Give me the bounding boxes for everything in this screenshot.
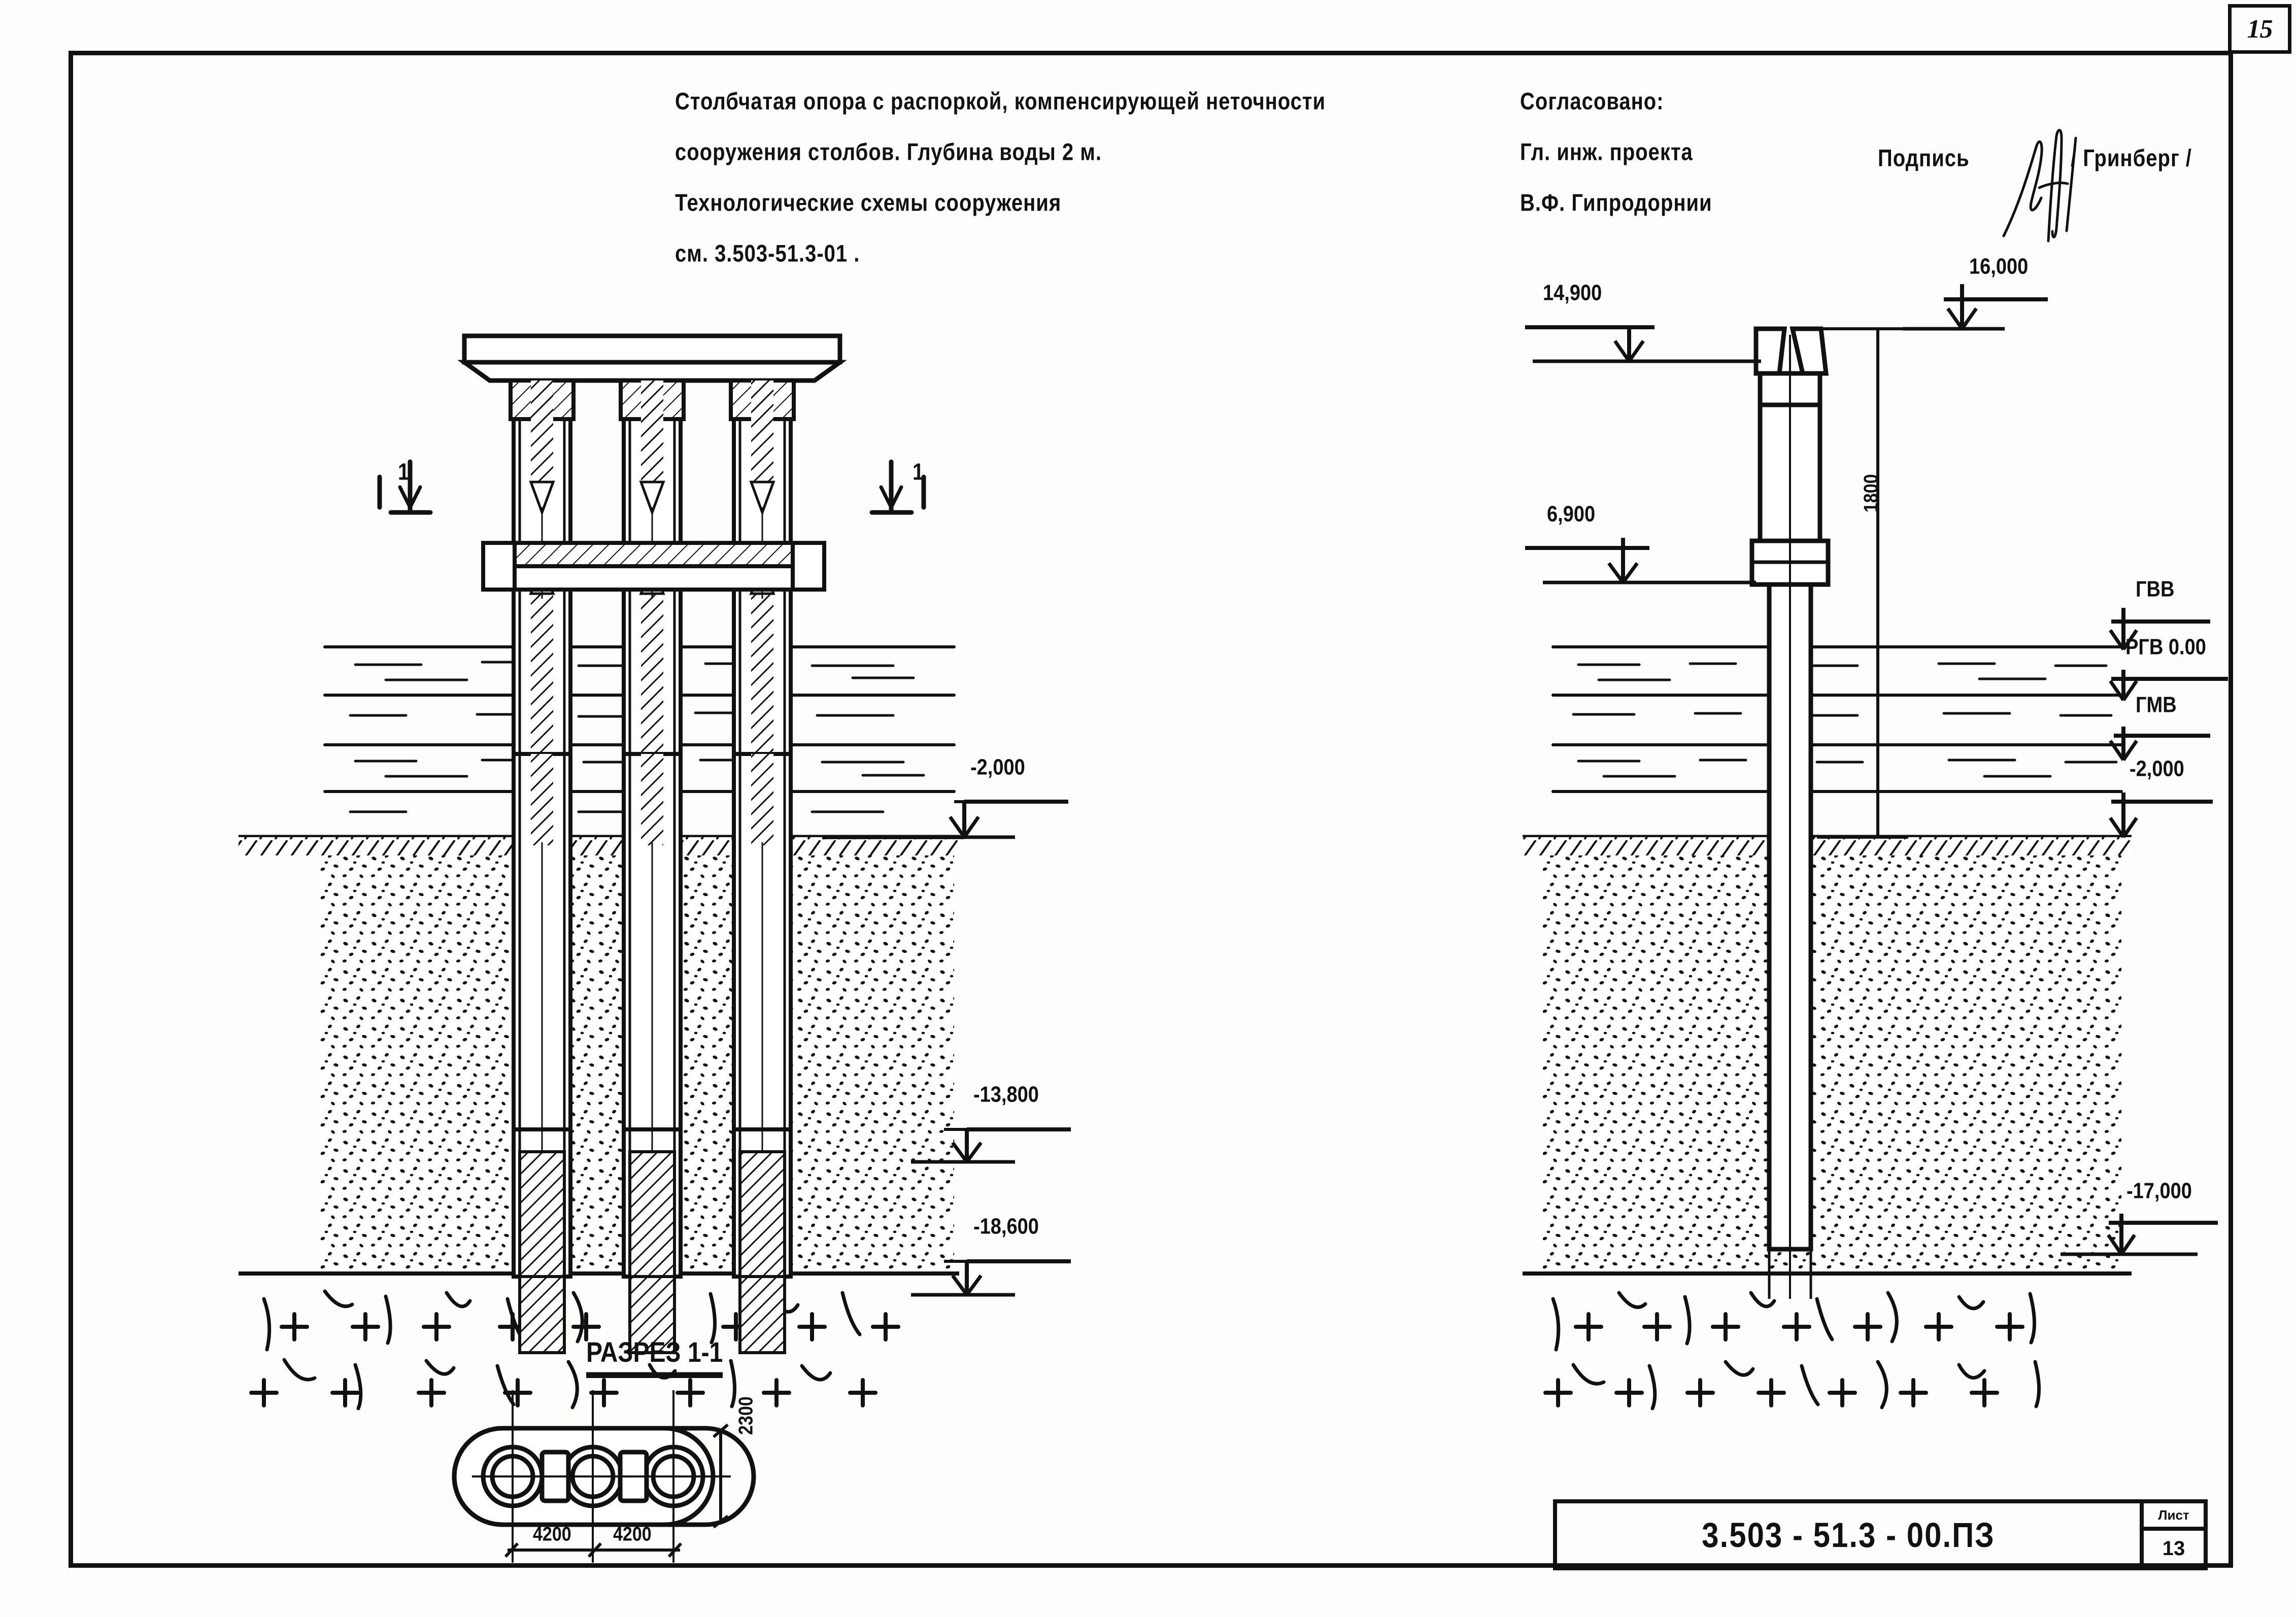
sheet-word-label: Лист bbox=[2144, 1503, 2204, 1531]
elevation-label-minus-18600: -18,600 bbox=[973, 1214, 1039, 1239]
signature-name: / Гринберг / bbox=[2071, 145, 2192, 171]
drawing-title-text: Столбчатая опора с распоркой, компенсиру… bbox=[675, 76, 1326, 279]
sheet-frame bbox=[69, 51, 2233, 1568]
elevation-label-14900: 14,900 bbox=[1543, 281, 1602, 305]
title-line-3: Технологические схемы сооружения bbox=[675, 190, 1062, 216]
section-marker-label-right: 1 bbox=[913, 459, 924, 485]
section-dim-2300: 2300 bbox=[735, 1396, 757, 1435]
title-block-sheet-cell: Лист 13 bbox=[2140, 1503, 2204, 1566]
sheet-number-label: 13 bbox=[2162, 1537, 2185, 1560]
elevation-label-minus-17000: -17,000 bbox=[2126, 1179, 2192, 1203]
water-level-label-gvv: ГВВ bbox=[2136, 577, 2175, 602]
page-number-box: 15 bbox=[2228, 4, 2291, 54]
title-block-code-cell: 3.503 - 51.3 - 00.ПЗ bbox=[1557, 1503, 2140, 1566]
section-dim-4200-left: 4200 bbox=[533, 1523, 571, 1545]
elevation-label-6900: 6,900 bbox=[1547, 502, 1596, 527]
section-dim-4200-right: 4200 bbox=[613, 1523, 652, 1545]
water-level-label-gmv: ГМВ bbox=[2136, 693, 2177, 717]
section-caption: РАЗРЕЗ 1-1 bbox=[586, 1336, 723, 1378]
section-marker-label-left: 1 bbox=[398, 459, 410, 485]
title-line-4: см. 3.503-51.3-01 . bbox=[675, 240, 860, 267]
approval-text: Согласовано: Гл. инж. проекта В.Ф. Гипро… bbox=[1520, 76, 1712, 228]
signature-label: Подпись bbox=[1878, 145, 1970, 171]
elevation-label-minus-2000-right: -2,000 bbox=[2130, 756, 2184, 781]
page-number: 15 bbox=[2247, 14, 2273, 44]
title-line-2: сооружения столбов. Глубина воды 2 м. bbox=[675, 139, 1102, 165]
signature-scribble-icon bbox=[2002, 129, 2077, 243]
elevation-label-minus-13800: -13,800 bbox=[973, 1082, 1039, 1107]
drawing-code: 3.503 - 51.3 - 00.ПЗ bbox=[1702, 1515, 1995, 1555]
title-block-table: 3.503 - 51.3 - 00.ПЗ Лист 13 bbox=[1553, 1499, 2208, 1570]
water-level-label-rgv: РГВ 0.00 bbox=[2125, 635, 2206, 660]
title-line-1: Столбчатая опора с распоркой, компенсиру… bbox=[675, 88, 1326, 115]
elevation-label-minus-2000-left: -2,000 bbox=[970, 755, 1025, 780]
elevation-label-16000: 16,000 bbox=[1969, 254, 2029, 279]
approval-line-1: Согласовано: bbox=[1520, 88, 1664, 115]
approval-line-2: Гл. инж. проекта bbox=[1520, 139, 1693, 165]
dimension-label-1800: 1800 bbox=[1860, 474, 1882, 512]
approval-line-3: В.Ф. Гипродорнии bbox=[1520, 190, 1712, 216]
